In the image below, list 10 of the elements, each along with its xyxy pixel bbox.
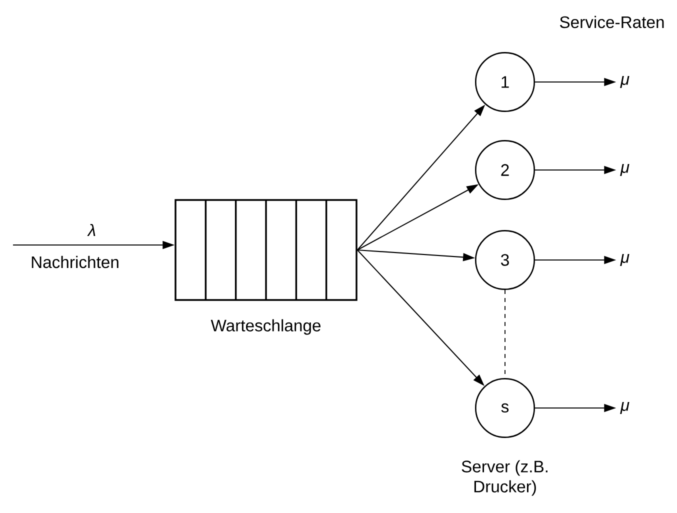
label: Nachrichten [32, 256, 118, 268]
rate-symbol: μ [620, 76, 630, 88]
rate-symbol: μ [620, 402, 630, 414]
rate-symbol: μ [620, 164, 630, 176]
node-label: Warteschlange [210, 319, 321, 335]
rate-symbol: μ [620, 254, 630, 266]
queue-box [174, 199, 358, 301]
label: Service-Raten [560, 16, 664, 28]
edge-label: λ [86, 222, 98, 238]
node-label: Server (z.B. Drucker) [462, 460, 548, 496]
